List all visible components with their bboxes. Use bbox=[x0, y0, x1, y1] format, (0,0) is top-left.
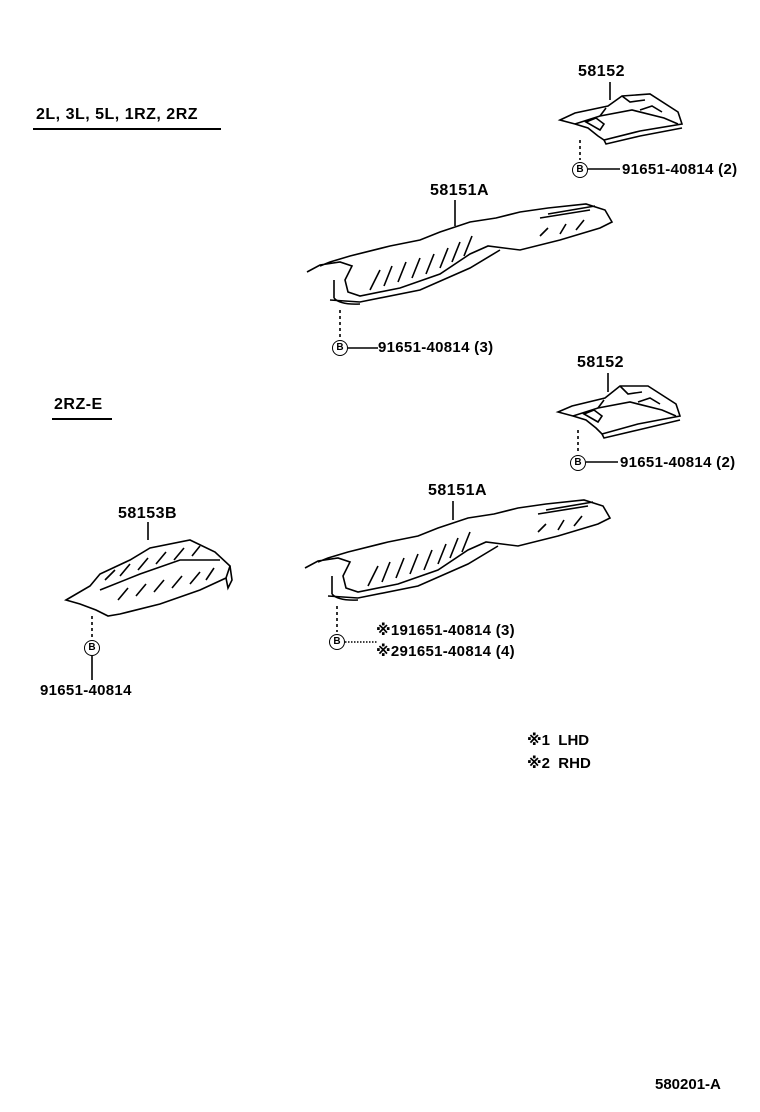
bolt-part-number-lhd: ※191651-40814 (3) bbox=[376, 622, 515, 640]
bolt-symbol-icon: B bbox=[572, 162, 588, 178]
bolt-part-number-left: 91651-40814 bbox=[40, 682, 132, 699]
bolt-symbol-icon: B bbox=[329, 634, 345, 650]
heat-insulator-58152-top bbox=[557, 82, 684, 170]
bolt-part-number-mid-small: 91651-40814 (2) bbox=[620, 454, 736, 471]
heat-insulator-58152-mid bbox=[555, 373, 682, 463]
lhd-bolt: 91651-40814 (3) bbox=[399, 622, 515, 639]
bolt-part-number-top-small: 91651-40814 (2) bbox=[622, 161, 738, 178]
bolt-part-number-rhd: ※291651-40814 (4) bbox=[376, 643, 515, 661]
bolt-symbol-icon: B bbox=[570, 455, 586, 471]
heat-insulator-58151a-bottom bbox=[304, 499, 612, 643]
bolt-symbol-icon: B bbox=[332, 340, 348, 356]
part-number-58153b: 58153B bbox=[118, 505, 178, 522]
heading-underline-1 bbox=[33, 128, 221, 130]
heat-insulator-58151a-top bbox=[306, 200, 614, 349]
part-number-58152-top: 58152 bbox=[578, 63, 625, 80]
engine-group-heading-1: 2L, 3L, 5L, 1RZ, 2RZ bbox=[36, 106, 199, 123]
rhd-mark: ※2 bbox=[376, 643, 400, 660]
engine-group-heading-2: 2RZ-E bbox=[54, 396, 103, 413]
legend-text: RHD bbox=[558, 755, 591, 772]
heat-insulator-58153b bbox=[63, 522, 233, 680]
figure-id: 580201-A bbox=[655, 1076, 721, 1093]
legend-text: LHD bbox=[558, 732, 590, 749]
part-number-58151a-bottom: 58151A bbox=[428, 482, 488, 499]
legend-item-rhd: ※2 RHD bbox=[527, 754, 591, 772]
lhd-mark: ※1 bbox=[376, 622, 400, 639]
legend-mark: ※2 bbox=[527, 755, 550, 772]
legend-mark: ※1 bbox=[527, 732, 550, 749]
part-number-58151a-top: 58151A bbox=[430, 182, 490, 199]
rhd-bolt: 91651-40814 (4) bbox=[399, 643, 515, 660]
heading-underline-2 bbox=[52, 418, 112, 420]
bolt-symbol-icon: B bbox=[84, 640, 100, 656]
bolt-part-number-top-main: 91651-40814 (3) bbox=[378, 339, 494, 356]
part-number-58152-mid: 58152 bbox=[577, 354, 624, 371]
legend-item-lhd: ※1 LHD bbox=[527, 731, 589, 749]
